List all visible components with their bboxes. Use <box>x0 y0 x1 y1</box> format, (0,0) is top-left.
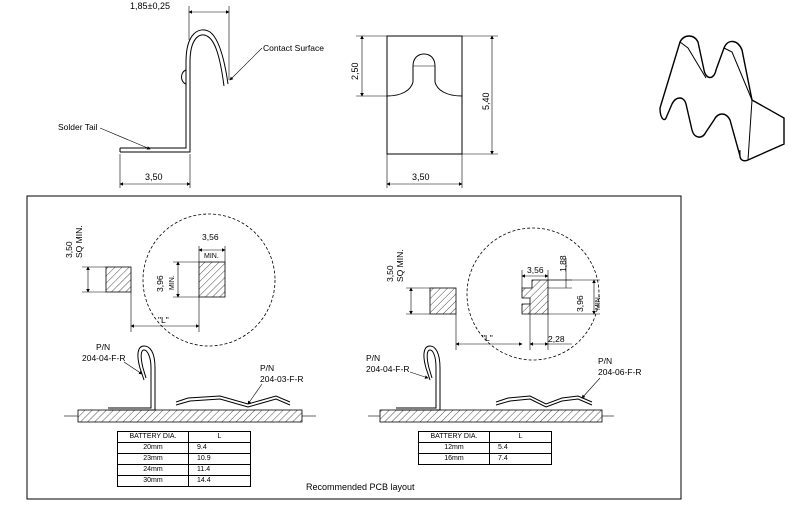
left-pcb-layout: 3,50 SQ MIN. 3,56 MIN. 3,96 MIN. "L" P/N… <box>64 213 316 423</box>
table-row: 12mm 5.4 <box>418 442 552 454</box>
table-cell: 11.4 <box>188 464 251 476</box>
pad-large-left <box>198 261 226 298</box>
table-row: 20mm 9.4 <box>117 442 251 454</box>
isometric-view <box>659 35 785 162</box>
pn-right-title-left: P/N <box>260 363 274 373</box>
pad-small-right <box>429 287 457 315</box>
table-header-battery-dia: BATTERY DIA. <box>418 431 490 443</box>
circle-height-value-left: 3,96 <box>155 275 165 292</box>
sq-min-label-right: SQ MIN. <box>395 249 405 282</box>
pn-right-title-right: P/N <box>598 356 612 366</box>
contact-surface-label: Contact Surface <box>263 43 324 53</box>
front-height-total-dim: 5,40 <box>481 92 491 110</box>
table-cell: 24mm <box>117 464 189 476</box>
table-cell: 23mm <box>117 453 189 465</box>
table-cell: 14.4 <box>188 475 251 487</box>
l-dim-left: "L" <box>158 315 169 325</box>
table-header-l: L <box>489 431 552 443</box>
detail-circle-right <box>466 227 600 361</box>
solder-tail-label: Solder Tail <box>58 122 98 132</box>
table-row: 24mm 11.4 <box>117 464 251 476</box>
pn-right-number-right: 204-06-F-R <box>598 367 641 377</box>
table-header-battery-dia: BATTERY DIA. <box>117 431 189 443</box>
sq-min-value-left: 3,50 <box>64 241 74 258</box>
table-cell: 5.4 <box>489 442 552 454</box>
table-cell: 16mm <box>418 453 490 465</box>
right-pcb-layout: 3,50 SQ MIN. 3,56 1,88 3,96 MIN. 2,28 "L… <box>366 227 641 423</box>
pn-left-title-left: P/N <box>96 342 110 352</box>
circle-width-min-left: MIN. <box>204 253 219 260</box>
table-cell: 10.9 <box>188 453 251 465</box>
table-cell: 9.4 <box>188 442 251 454</box>
dim-396-min-right: MIN. <box>595 295 602 310</box>
dim-356-right: 3,56 <box>527 265 544 275</box>
pad-small-left <box>105 266 132 293</box>
pn-left-number-left: 204-04-F-R <box>82 353 125 363</box>
dim-188-right: 1,88 <box>558 255 568 272</box>
dim-228-right: 2,28 <box>548 334 565 344</box>
dim-396-right: 3,96 <box>575 295 585 312</box>
front-width-dim: 3,50 <box>412 172 430 182</box>
table-cell: 7.4 <box>489 453 552 465</box>
l-dim-right: "L" <box>482 333 493 343</box>
table-cell: 20mm <box>117 442 189 454</box>
table-row: 23mm 10.9 <box>117 453 251 465</box>
front-view: 2,50 5,40 3,50 <box>350 35 498 188</box>
pcb-layout-frame <box>26 195 682 500</box>
table-header-l: L <box>188 431 251 443</box>
pn-right-number-left: 204-03-F-R <box>260 374 303 384</box>
table-cell: 30mm <box>117 475 189 487</box>
pad-large-right <box>521 279 549 315</box>
table-row: 16mm 7.4 <box>418 453 552 465</box>
pcb-board-right <box>379 409 603 423</box>
side-width-dim: 3,50 <box>145 172 163 182</box>
table-cell: 12mm <box>418 442 490 454</box>
sq-min-value-right: 3,50 <box>385 265 395 282</box>
circle-width-value-left: 3,56 <box>202 232 219 242</box>
sq-min-label-left: SQ MIN. <box>74 225 84 258</box>
pn-left-title-right: P/N <box>366 353 380 363</box>
pcb-board-left <box>77 409 303 423</box>
table-row: 30mm 14.4 <box>117 475 251 487</box>
dim-width-tolerance: 1,85±0,25 <box>130 1 170 11</box>
circle-height-min-left: MIN. <box>169 275 176 290</box>
battery-table-left: BATTERY DIA. L 20mm 9.4 23mm 10.9 24mm 1… <box>117 431 251 487</box>
battery-table-right: BATTERY DIA. L 12mm 5.4 16mm 7.4 <box>418 431 552 465</box>
side-view: 1,85±0,25 Contact Surface Solder Tail 3,… <box>58 1 324 188</box>
table-header-row: BATTERY DIA. L <box>117 431 251 443</box>
caption: Recommended PCB layout <box>306 482 415 492</box>
table-header-row: BATTERY DIA. L <box>418 431 552 443</box>
front-height-small-dim: 2,50 <box>350 62 360 80</box>
pn-left-number-right: 204-04-F-R <box>366 364 409 374</box>
detail-circle-left <box>142 213 276 347</box>
